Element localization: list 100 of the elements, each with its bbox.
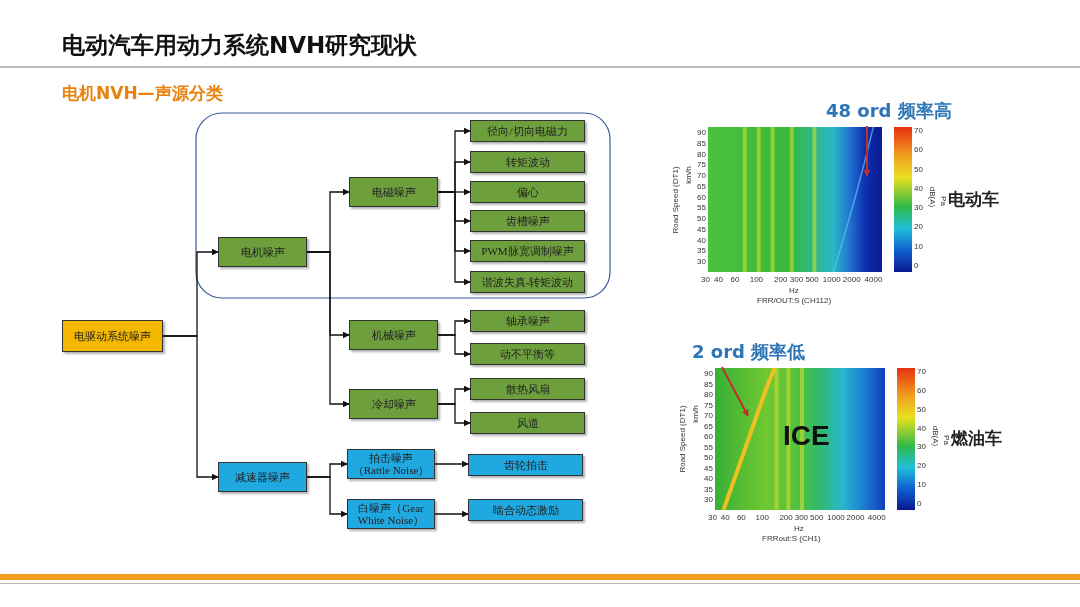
tick-label: 20 <box>917 461 926 472</box>
axis-unit: km/h <box>683 165 694 184</box>
tick-label: 30 <box>914 203 923 214</box>
arrow <box>434 510 469 518</box>
category-box: 电磁噪声 <box>349 177 438 207</box>
tick-label: 30 <box>704 495 713 505</box>
tick-label: 70 <box>914 126 923 136</box>
tick-label: 2000 <box>846 513 865 523</box>
vehicle-label: 电动车 <box>948 187 999 211</box>
tick-label: 40 <box>714 275 723 285</box>
tick-label: 60 <box>697 192 706 203</box>
tick-label: 50 <box>917 404 926 415</box>
category-box: 轴承噪声 <box>470 310 585 332</box>
category-box: 径向/切向电磁力 <box>470 120 585 142</box>
arrow <box>437 403 471 427</box>
tick-label: 45 <box>697 224 706 235</box>
axis-title: dB(A) <box>927 186 938 207</box>
tick-label: 0 <box>914 261 919 271</box>
axis-title: Hz <box>794 524 804 534</box>
category-box: 谐波失真-转矩波动 <box>470 271 585 293</box>
tick-label: 45 <box>704 463 713 474</box>
category-box: 偏心 <box>470 181 585 203</box>
section-heading: 电机NVH—声源分类 <box>62 82 223 105</box>
category-box: PWM脉宽调制噪声 <box>470 240 585 262</box>
arrow <box>162 335 219 481</box>
tick-label: 90 <box>704 369 713 379</box>
tick-label: 70 <box>917 367 926 377</box>
tick-label: 100 <box>755 513 769 523</box>
tick-label: 200 <box>774 275 788 285</box>
category-box: 动不平衡等 <box>470 343 585 365</box>
axis-unit: Pa <box>937 195 948 206</box>
axis-title: FRR/OUT:S (CH112) <box>757 296 832 306</box>
tick-label: 50 <box>704 453 713 463</box>
tick-label: 65 <box>704 421 713 432</box>
category-box: 齿轮拍击 <box>468 454 583 476</box>
tick-label: 30 <box>708 513 717 523</box>
category-box: 风道 <box>470 412 585 434</box>
tick-label: 2000 <box>842 275 861 285</box>
axis-title: Road Speed (DT1) <box>671 164 681 236</box>
tick-label: 80 <box>697 149 706 160</box>
category-box: 白噪声（Gear White Noise） <box>347 499 435 529</box>
tick-label: 50 <box>697 214 706 224</box>
tick-label: 30 <box>701 275 710 285</box>
tick-label: 10 <box>914 241 923 252</box>
category-box: 齿槽噪声 <box>470 210 585 232</box>
tick-label: 75 <box>704 400 713 411</box>
category-box: 电机噪声 <box>218 237 307 267</box>
tick-label: 70 <box>704 411 713 421</box>
tick-label: 60 <box>736 513 746 523</box>
root-box: 电驱动系统噪声 <box>62 320 163 352</box>
tick-label: 50 <box>914 164 923 175</box>
pointer-arrow <box>863 125 871 177</box>
tick-label: 35 <box>704 484 713 495</box>
category-box: 减速器噪声 <box>218 462 307 492</box>
tick-label: 300 <box>794 513 809 523</box>
axis-title: FRRout:S (CH1) <box>762 534 821 544</box>
tick-label: 4000 <box>864 275 883 285</box>
tick-label: 30 <box>917 442 926 453</box>
axis-title: dB(A) <box>930 425 941 447</box>
category-box: 冷却噪声 <box>349 389 438 419</box>
tick-label: 80 <box>704 390 713 400</box>
arrow <box>306 251 350 408</box>
tick-label: 40 <box>720 513 730 523</box>
tick-label: 55 <box>704 442 713 453</box>
tick-label: 40 <box>697 235 706 246</box>
tick-label: 60 <box>704 432 713 442</box>
arrow <box>437 334 471 358</box>
plot-overlay-text: ICE <box>783 420 830 452</box>
arrow <box>434 460 469 468</box>
axis-unit: Pa <box>940 435 951 445</box>
tick-label: 100 <box>749 275 764 285</box>
tick-label: 4000 <box>867 513 886 523</box>
category-box: 转矩波动 <box>470 151 585 173</box>
tick-label: 35 <box>697 246 706 257</box>
tick-label: 85 <box>697 138 706 149</box>
tick-label: 20 <box>914 222 923 233</box>
tick-label: 40 <box>704 474 713 484</box>
tick-label: 75 <box>697 160 706 171</box>
category-box: 机械噪声 <box>349 320 438 350</box>
axis-unit: km/h <box>690 405 701 423</box>
arrow <box>306 476 348 518</box>
tick-label: 60 <box>917 385 926 396</box>
slide-title: 电动汽车用动力系统NVH研究现状 <box>62 31 418 60</box>
annotation-text: 48 ord 频率高 <box>826 99 952 123</box>
tick-label: 500 <box>810 513 824 523</box>
tick-label: 60 <box>914 145 923 156</box>
tick-label: 60 <box>730 275 740 285</box>
tick-label: 40 <box>917 423 926 434</box>
category-box: 拍击噪声（Rattle Noise） <box>347 449 435 479</box>
tick-label: 300 <box>789 275 804 285</box>
tick-label: 85 <box>704 379 713 390</box>
tick-label: 500 <box>805 275 819 285</box>
tick-label: 10 <box>917 480 926 491</box>
tick-label: 200 <box>779 513 793 523</box>
category-box: 啮合动态激励 <box>468 499 583 521</box>
tick-label: 1000 <box>827 513 845 523</box>
tick-label: 1000 <box>822 275 841 285</box>
tick-label: 70 <box>697 171 706 181</box>
annotation-text: 2 ord 频率低 <box>692 340 806 364</box>
axis-title: Hz <box>789 286 799 296</box>
